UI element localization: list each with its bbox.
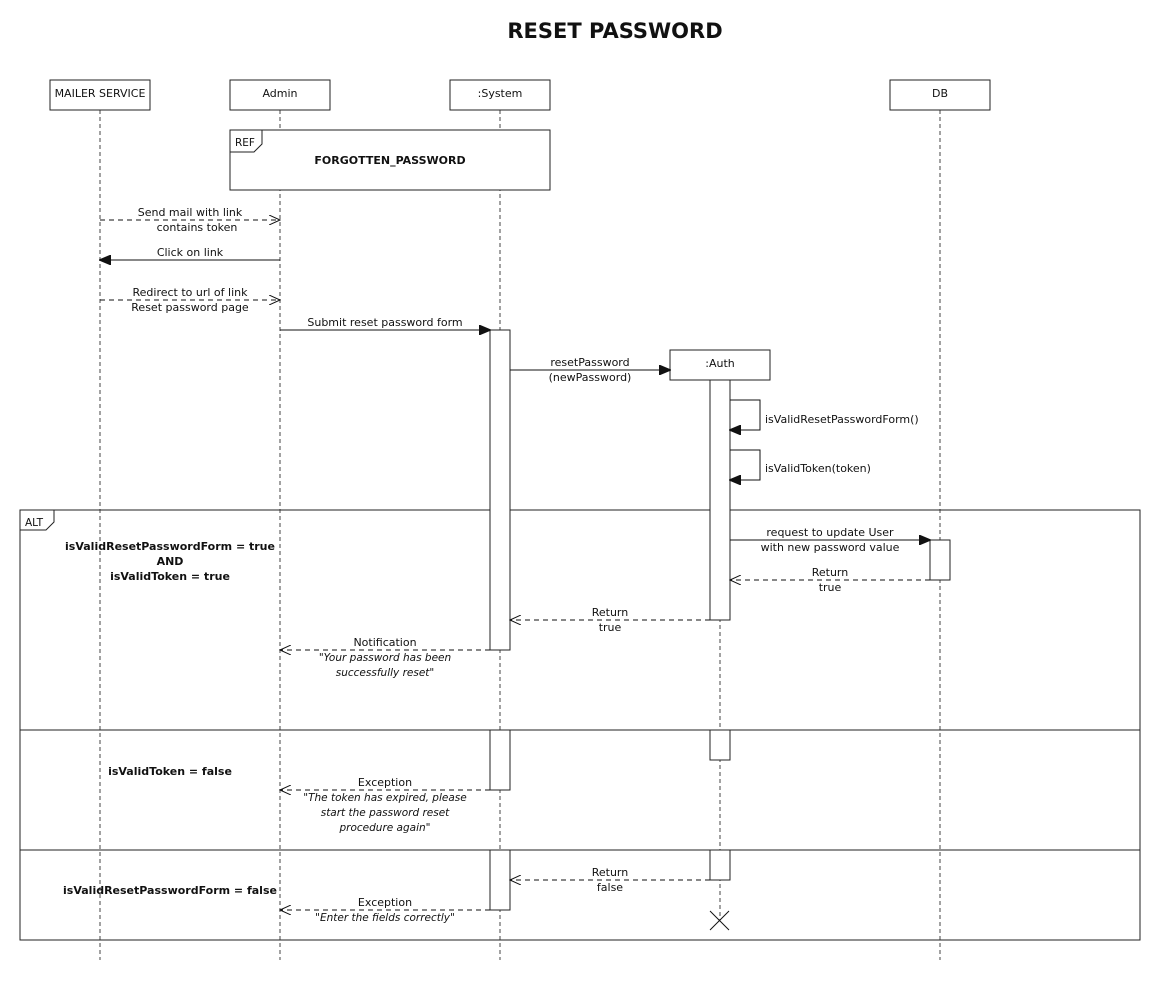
message-send-mail: Send mail with link contains token (100, 206, 280, 234)
participant-mailer-label: MAILER SERVICE (55, 87, 146, 100)
message-exception-token-line-4: procedure again" (338, 822, 430, 834)
message-auth-return-false-line-1: Return (592, 866, 629, 879)
message-click-link: Click on link (100, 246, 280, 260)
message-is-valid-token-label: isValidToken(token) (765, 462, 871, 475)
activation-db (929, 539, 951, 581)
alt-guard-3: isValidResetPasswordForm = false (63, 884, 277, 897)
message-auth-return-false: Return false (510, 866, 710, 894)
ref-name: FORGOTTEN_PASSWORD (314, 154, 465, 167)
activation-system-main (489, 329, 511, 651)
message-auth-return-false-line-2: false (597, 881, 623, 894)
message-send-mail-line-2: contains token (157, 221, 238, 234)
message-redirect-line-1: Redirect to url of link (132, 286, 248, 299)
activation-system-alt2 (489, 729, 511, 791)
destroy-icon (709, 910, 730, 931)
alt-guard-2: isValidToken = false (108, 765, 232, 778)
message-request-update-line-1: request to update User (766, 526, 894, 539)
participant-admin-label: Admin (262, 87, 297, 100)
message-request-update: request to update User with new password… (730, 526, 930, 554)
diagram-title: RESET PASSWORD (507, 19, 722, 43)
activation-auth-main (709, 379, 731, 621)
message-exception-fields-line-1: Exception (358, 896, 412, 909)
message-notification-line-3: successfully reset" (336, 667, 434, 679)
message-notification-line-2: "Your password has been (319, 652, 451, 664)
participant-mailer: MAILER SERVICE (49, 79, 151, 111)
participant-system-label: :System (478, 87, 523, 100)
message-exception-token: Exception "The token has expired, please… (280, 776, 490, 834)
activation-auth-alt3 (709, 849, 731, 881)
participant-auth-label: :Auth (705, 357, 735, 370)
message-exception-token-line-2: "The token has expired, please (303, 792, 466, 804)
alt-guard-1-line-3: isValidToken = true (110, 570, 230, 583)
alt-guard-1-line-2: AND (157, 555, 184, 568)
message-reset-password: resetPassword (newPassword) (510, 356, 670, 384)
message-db-return-line-2: true (819, 581, 842, 594)
message-db-return-line-1: Return (812, 566, 849, 579)
participant-db: DB (889, 79, 991, 111)
participant-auth: :Auth (669, 349, 771, 381)
message-redirect-line-2: Reset password page (131, 301, 249, 314)
message-request-update-line-2: with new password value (761, 541, 900, 554)
ref-frame: REF FORGOTTEN_PASSWORD (229, 129, 551, 191)
alt-tag: ALT (25, 517, 44, 529)
message-exception-fields: Exception "Enter the fields correctly" (280, 896, 490, 924)
message-send-mail-line-1: Send mail with link (138, 206, 243, 219)
message-exception-token-line-1: Exception (358, 776, 412, 789)
message-auth-return-true: Return true (510, 606, 710, 634)
message-notification: Notification "Your password has been suc… (280, 636, 490, 679)
message-is-valid-form: isValidResetPasswordForm() (730, 399, 919, 430)
message-exception-token-line-3: start the password reset (321, 807, 450, 819)
message-auth-return-true-line-1: Return (592, 606, 629, 619)
message-reset-password-line-1: resetPassword (550, 356, 629, 369)
message-db-return: Return true (730, 566, 930, 594)
message-notification-line-1: Notification (353, 636, 416, 649)
participant-admin: Admin (229, 79, 331, 111)
participant-db-label: DB (932, 87, 948, 100)
message-is-valid-token: isValidToken(token) (730, 449, 871, 480)
activation-system-alt3 (489, 849, 511, 911)
message-submit-form: Submit reset password form (280, 316, 490, 330)
message-is-valid-form-label: isValidResetPasswordForm() (765, 413, 919, 426)
message-auth-return-true-line-2: true (599, 621, 622, 634)
alt-guard-1-line-1: isValidResetPasswordForm = true (65, 540, 275, 553)
message-click-link-label: Click on link (157, 246, 224, 259)
message-redirect: Redirect to url of link Reset password p… (100, 286, 280, 314)
message-submit-form-label: Submit reset password form (307, 316, 462, 329)
alt-frame: ALT isValidResetPasswordForm = true AND … (19, 509, 1141, 941)
participant-system: :System (449, 79, 551, 111)
message-exception-fields-line-2: "Enter the fields correctly" (315, 912, 455, 924)
message-reset-password-line-2: (newPassword) (549, 371, 632, 384)
ref-tag: REF (235, 137, 255, 149)
activation-auth-alt2 (709, 729, 731, 761)
